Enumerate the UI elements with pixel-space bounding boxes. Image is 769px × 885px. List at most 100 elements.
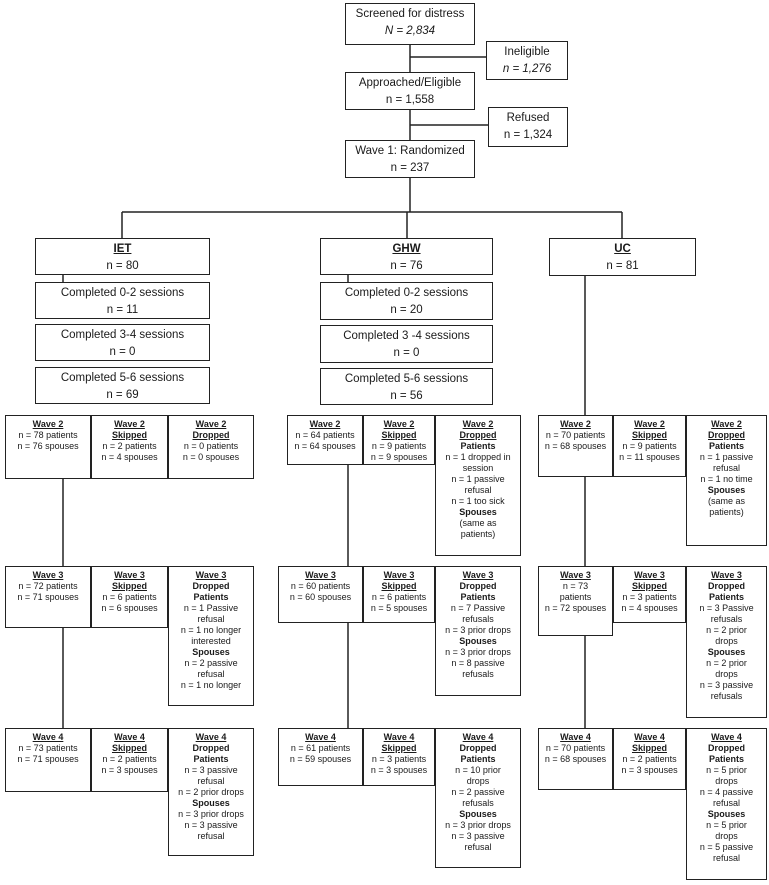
ghw-w4d-line: refusals — [462, 797, 494, 808]
ghw-w4-line: Wave 4 — [305, 732, 336, 742]
iet-w4d-line: Patients — [193, 753, 229, 764]
iet-w2d-line: n = 0 patients — [183, 440, 239, 451]
iet-w2s-line: n = 4 spouses — [101, 451, 158, 462]
iet-w4d-line: Dropped — [192, 742, 230, 753]
iet-w2d-line: n = 0 spouses — [182, 451, 240, 462]
uc-w4s-line: Wave 4 — [634, 732, 665, 742]
uc-w4d-line: n = 5 passive — [699, 841, 754, 852]
uc-w3d-line: refusals — [710, 613, 743, 624]
iet-w3d-line: Patients — [193, 591, 229, 602]
iet-w2d-line: Wave 2 — [195, 419, 227, 429]
iet-s1-line: n = 11 — [106, 303, 139, 316]
ghw-w2d-line: n = 1 too sick — [451, 495, 505, 506]
ghw-s3-line: n = 56 — [390, 389, 423, 402]
iet-w3d-line: Wave 3 — [195, 570, 227, 580]
randomized-line: Wave 1: Randomized — [355, 145, 465, 157]
iet-w4s-line: n = 3 spouses — [101, 764, 158, 775]
ineligible-line: Ineligible — [504, 46, 550, 58]
ghw-w3s-line: Skipped — [381, 580, 417, 591]
iet-w3-line: n = 72 patients — [18, 580, 78, 591]
iet-w3d-line: n = 2 passive — [184, 657, 238, 668]
ghw-w2d-line: (same as — [459, 517, 497, 528]
uc-w2s-line: Skipped — [631, 429, 667, 440]
uc-w2d-line: n = 1 passive — [699, 451, 754, 462]
iet-w4s-line: Wave 4 — [114, 732, 145, 742]
ghw-w2d-line: Wave 2 — [462, 419, 494, 429]
uc-w2d-line: Wave 2 — [711, 419, 742, 429]
iet-s3-line: Completed 5-6 sessions — [60, 372, 185, 384]
iet-w2-line: n = 78 patients — [18, 429, 78, 440]
iet-w3d-line: refusal — [197, 613, 225, 624]
ghw-w4d-line: Dropped — [459, 742, 497, 753]
uc-w2-line: n = 70 patients — [545, 429, 606, 440]
uc-w2-line: Wave 2 — [560, 419, 591, 429]
uc-w3d-line: n = 3 Passive — [699, 602, 754, 613]
ghw-w2-line: Wave 2 — [309, 419, 341, 429]
ghw-w3-line: Wave 3 — [305, 570, 336, 580]
ghw-w3s-line: n = 6 patients — [371, 591, 427, 602]
ghw-w2-line: n = 64 spouses — [294, 440, 356, 451]
refused-line: n = 1,324 — [503, 128, 553, 141]
ghw-w4d-line: n = 2 passive — [451, 786, 505, 797]
refused-line: Refused — [506, 112, 550, 124]
uc-w4d-line: refusal — [712, 852, 740, 863]
uc-w2d-line: n = 1 no time — [700, 473, 753, 484]
ghw-w4s-line: n = 3 patients — [371, 753, 427, 764]
uc-w4d-line: Spouses — [707, 808, 746, 819]
ghw-line: GHW — [392, 243, 421, 255]
uc-w3s-line: Skipped — [631, 580, 667, 591]
ghw-w3d-line: n = 3 prior drops — [445, 646, 511, 657]
iet-w3s-line: n = 6 spouses — [101, 602, 158, 613]
iet-w4d-line: Wave 4 — [195, 732, 227, 742]
ghw-w4d-line: Patients — [460, 753, 496, 764]
iet-w3-line: n = 71 spouses — [17, 591, 79, 602]
iet-w2s-line: Skipped — [111, 429, 147, 440]
uc-w3-line: n = 72 spouses — [544, 602, 607, 613]
ghw-box: GHW n = 76 — [320, 238, 493, 275]
uc-w2d-line: Dropped — [708, 429, 745, 440]
ghw-w4d-line: Wave 4 — [462, 732, 494, 742]
iet-line: IET — [113, 243, 132, 255]
uc-w4-line: n = 70 patients — [545, 742, 606, 753]
uc-w2s-line: n = 11 spouses — [619, 451, 680, 462]
uc-w4d-line: n = 4 passive — [699, 786, 754, 797]
iet-s2-line: Completed 3-4 sessions — [60, 329, 185, 341]
iet-w3d-line: Spouses — [192, 646, 230, 657]
uc-w3s-line: Wave 3 — [634, 570, 665, 580]
ghw-w2d-line: patients) — [460, 528, 496, 539]
uc-w3d-line: Patients — [708, 591, 744, 602]
uc-w3-line: Wave 3 — [560, 570, 591, 580]
ghw-w3d-line: Spouses — [459, 635, 497, 646]
randomized-line: n = 237 — [390, 161, 430, 174]
iet-w3s-line: Wave 3 — [114, 570, 145, 580]
uc-w4d-line: Patients — [708, 753, 744, 764]
uc-w3-line: patients — [559, 591, 592, 602]
iet-w4-line: n = 73 patients — [18, 742, 78, 753]
ghw-w2d-line: Patients — [460, 440, 496, 451]
iet-w3s-line: Skipped — [111, 580, 147, 591]
uc-w3d-line: drops — [715, 668, 738, 679]
uc-w4s-line: Skipped — [631, 742, 667, 753]
ghw-w3d-line: Dropped — [459, 580, 497, 591]
ghw-w4s-line: n = 3 spouses — [370, 764, 428, 775]
ghw-line: n = 76 — [390, 259, 423, 272]
uc-w2s-line: n = 9 patients — [622, 440, 677, 451]
ghw-w4d-line: Spouses — [459, 808, 497, 819]
